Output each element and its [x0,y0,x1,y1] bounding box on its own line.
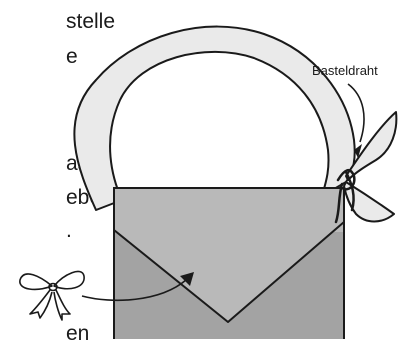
wire-pointer-arrow [347,83,365,143]
text-fragment-1: stelle [66,10,116,33]
label-basteldraht: Basteldraht [312,63,378,78]
text-fragment-2: e [66,45,78,68]
wire-pointer-head [354,144,362,158]
wire-wrap [334,168,356,224]
text-fragment-5: . [66,219,72,242]
bow-icon [19,270,85,321]
bag-flap [113,187,345,323]
ribbon-loop-lower [343,181,395,223]
bow-pointer-arrow [81,279,187,302]
bow-pointer-head [180,272,194,286]
handle-strap [73,25,356,211]
ribbon-loop-upper [345,111,398,181]
